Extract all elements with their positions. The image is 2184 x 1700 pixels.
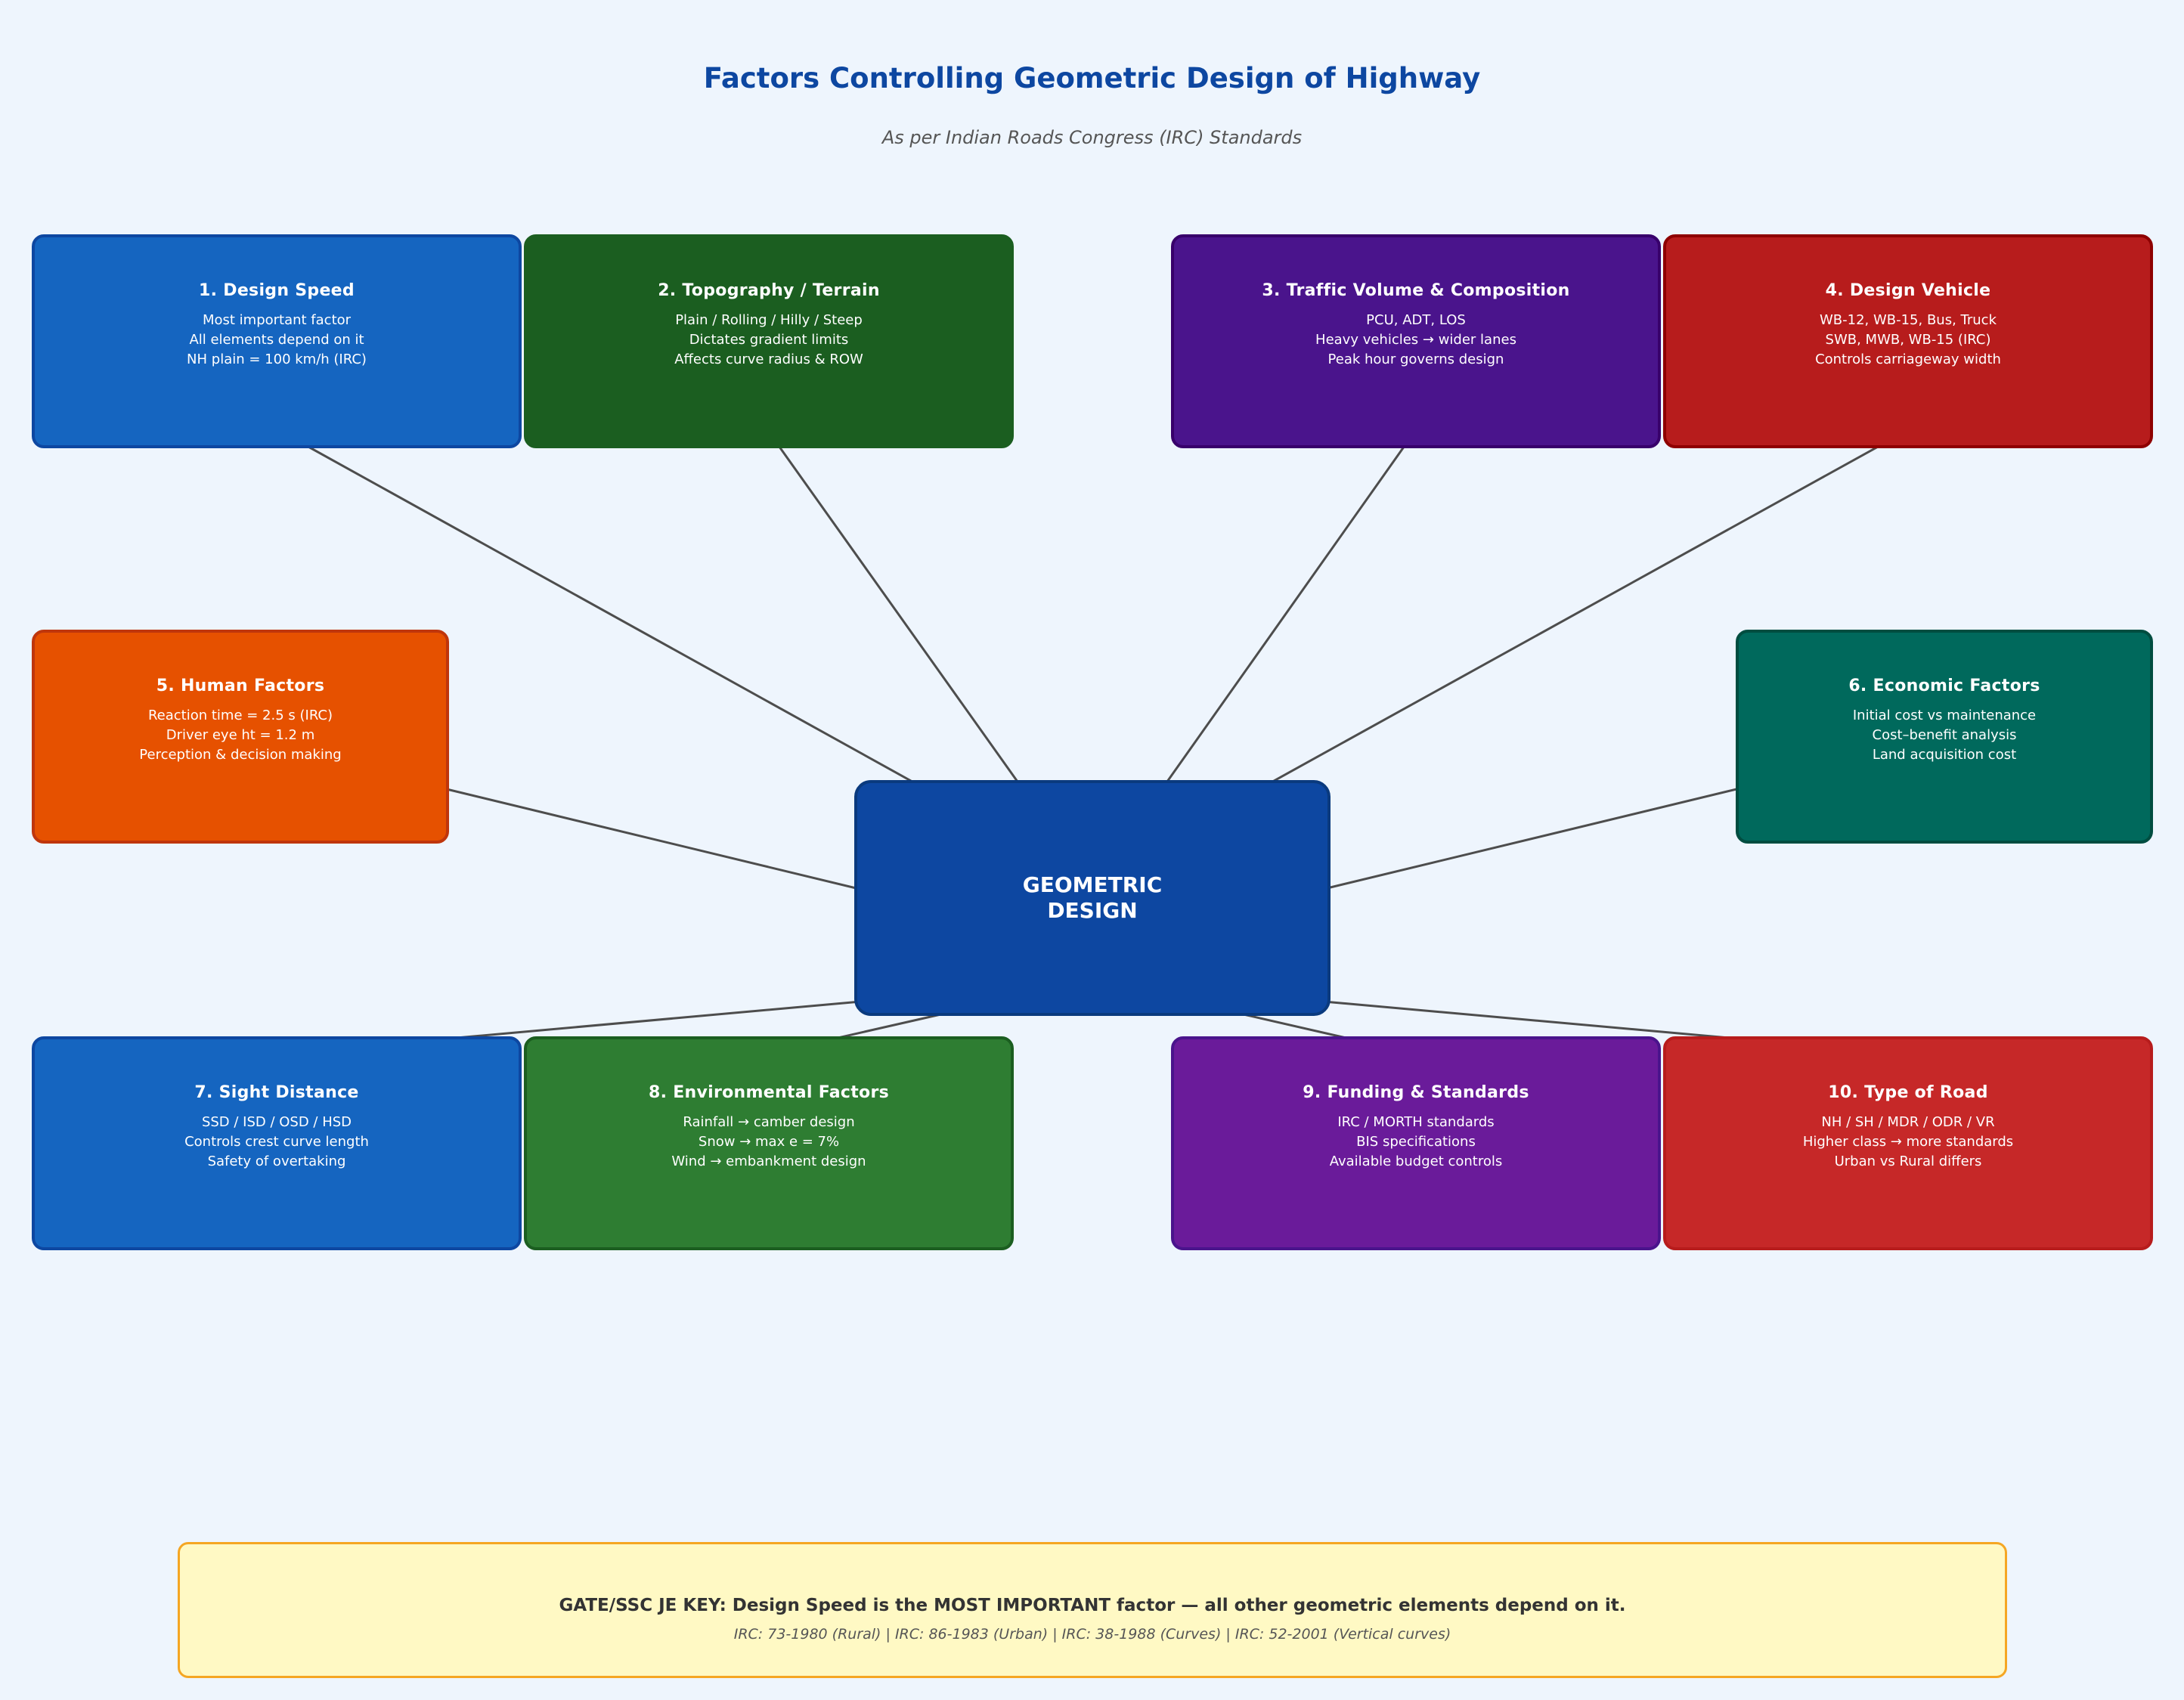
factor-line: NH plain = 100 km/h (IRC) — [187, 351, 367, 367]
factor-line: IRC / MORTH standards — [1337, 1114, 1495, 1130]
factor-box-design-speed: 1. Design Speed Most important factor Al… — [32, 234, 522, 448]
page-subtitle: As per Indian Roads Congress (IRC) Stand… — [881, 127, 1303, 148]
factor-line: Affects curve radius & ROW — [674, 351, 863, 367]
factor-title: 10. Type of Road — [1828, 1083, 1988, 1102]
factor-title: 5. Human Factors — [156, 677, 325, 695]
factor-title: 6. Economic Factors — [1848, 677, 2040, 695]
factor-line: Wind → embankment design — [671, 1153, 866, 1169]
factor-line: Heavy vehicles → wider lanes — [1315, 332, 1516, 348]
arrow-topography — [767, 430, 1032, 800]
factor-box-funding: 9. Funding & Standards IRC / MORTH stand… — [1171, 1036, 1661, 1250]
arrow-traffic-volume — [1153, 430, 1417, 800]
factor-box-design-vehicle: 4. Design Vehicle WB-12, WB-15, Bus, Tru… — [1663, 234, 2153, 448]
key-note-box: GATE/SSC JE KEY: Design Speed is the MOS… — [178, 1542, 2007, 1678]
factor-line: BIS specifications — [1356, 1134, 1476, 1150]
factor-line: Higher class → more standards — [1802, 1134, 2014, 1150]
arrow-design-vehicle — [1239, 429, 1907, 801]
factor-box-topography: 2. Topography / Terrain Plain / Rolling … — [524, 234, 1014, 448]
center-node-label: GEOMETRIC DESIGN — [1022, 872, 1163, 923]
factor-title: 8. Environmental Factors — [649, 1083, 889, 1102]
factor-box-traffic-volume: 3. Traffic Volume & Composition PCU, ADT… — [1171, 234, 1661, 448]
page-title: Factors Controlling Geometric Design of … — [703, 62, 1481, 94]
factor-line: Safety of overtaking — [207, 1153, 346, 1169]
factor-line: Land acquisition cost — [1872, 747, 2017, 763]
factor-line: Controls crest curve length — [184, 1134, 369, 1150]
factor-line: WB-12, WB-15, Bus, Truck — [1819, 312, 1997, 328]
factor-line: Peak hour governs design — [1327, 351, 1504, 367]
factor-title: 2. Topography / Terrain — [658, 281, 880, 300]
factor-title: 1. Design Speed — [199, 281, 355, 300]
factor-box-economic-factors: 6. Economic Factors Initial cost vs main… — [1736, 630, 2153, 844]
factor-line: SWB, MWB, WB-15 (IRC) — [1825, 332, 1991, 348]
factor-line: Plain / Rolling / Hilly / Steep — [675, 312, 863, 328]
factor-box-sight-distance: 7. Sight Distance SSD / ISD / OSD / HSD … — [32, 1036, 522, 1250]
factor-title: 9. Funding & Standards — [1303, 1083, 1529, 1102]
factor-line: Controls carriageway width — [1815, 351, 2001, 367]
factor-line: Rainfall → camber design — [683, 1114, 855, 1130]
factor-line: Available budget controls — [1329, 1153, 1503, 1169]
factor-line: Snow → max e = 7% — [698, 1134, 840, 1150]
factor-line: Dictates gradient limits — [689, 332, 849, 348]
factor-line: PCU, ADT, LOS — [1366, 312, 1466, 328]
factor-line: All elements depend on it — [189, 332, 364, 348]
factor-line: NH / SH / MDR / ODR / VR — [1821, 1114, 1995, 1130]
key-note-references: IRC: 73-1980 (Rural) | IRC: 86-1983 (Urb… — [733, 1626, 1451, 1643]
center-node-geometric-design: GEOMETRIC DESIGN — [854, 780, 1331, 1016]
factor-line: Cost–benefit analysis — [1872, 727, 2017, 743]
factor-title: 4. Design Vehicle — [1825, 281, 1991, 300]
factor-box-human-factors: 5. Human Factors Reaction time = 2.5 s (… — [32, 630, 449, 844]
key-note-text: GATE/SSC JE KEY: Design Speed is the MOS… — [559, 1596, 1626, 1615]
factor-line: SSD / ISD / OSD / HSD — [201, 1114, 352, 1130]
factor-box-environmental: 8. Environmental Factors Rainfall → camb… — [524, 1036, 1014, 1250]
factor-line: Most important factor — [202, 312, 352, 328]
factor-title: 7. Sight Distance — [194, 1083, 359, 1102]
factor-line: Driver eye ht = 1.2 m — [166, 727, 315, 743]
factor-line: Reaction time = 2.5 s (IRC) — [147, 708, 333, 723]
factor-line: Urban vs Rural differs — [1834, 1153, 1982, 1169]
factor-line: Initial cost vs maintenance — [1852, 708, 2037, 723]
factor-box-type-of-road: 10. Type of Road NH / SH / MDR / ODR / V… — [1663, 1036, 2153, 1250]
factor-line: Perception & decision making — [139, 747, 342, 763]
factor-title: 3. Traffic Volume & Composition — [1262, 281, 1570, 300]
arrow-design-speed — [279, 429, 946, 801]
